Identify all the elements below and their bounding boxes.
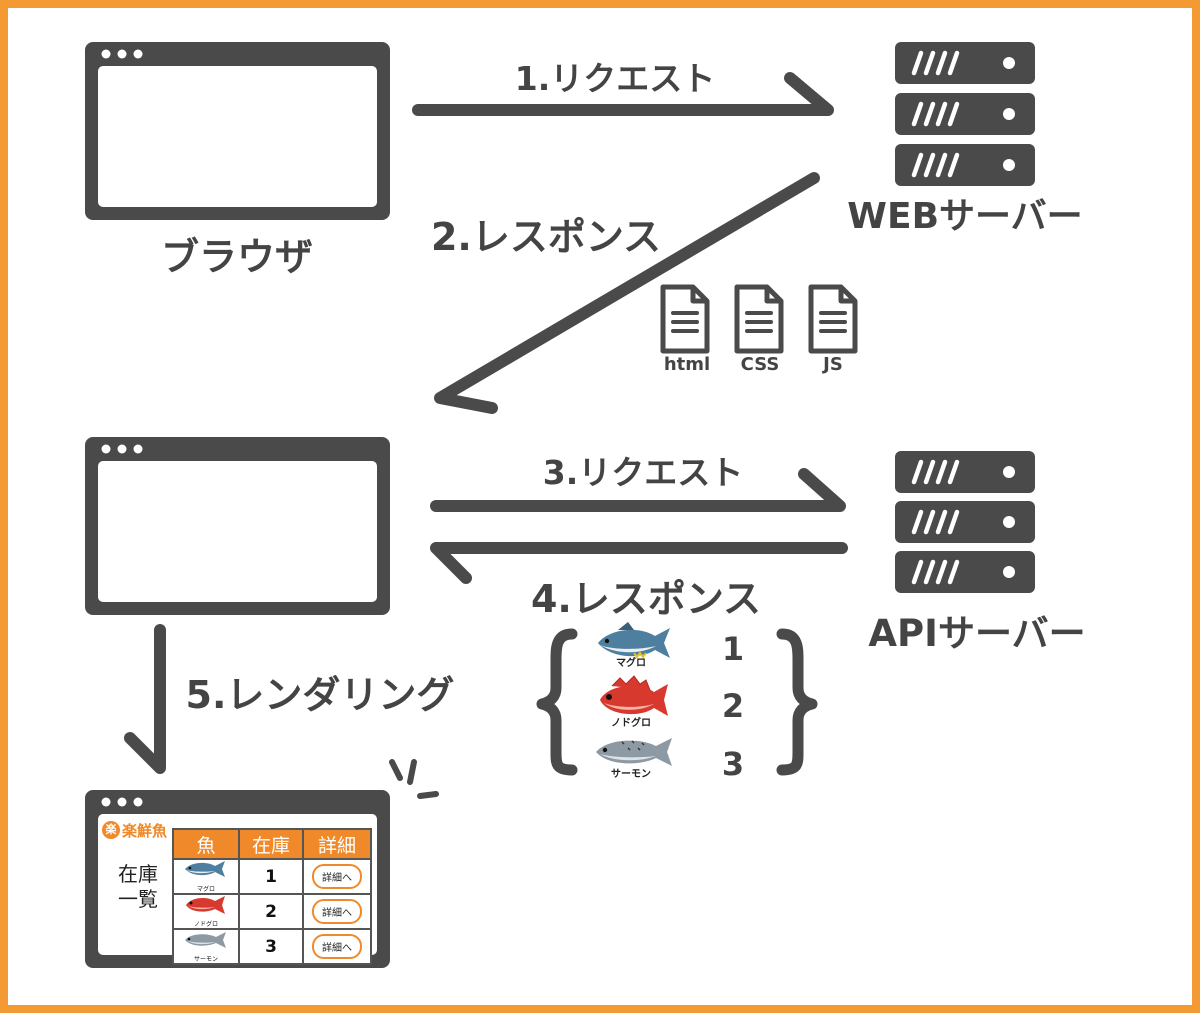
fish-cell: ノドグロ [172, 893, 240, 930]
table-row: サーモン 3 詳細へ [172, 928, 372, 965]
api-server-icon [895, 451, 1035, 593]
window-dot-icon [133, 444, 143, 454]
api-stock-value: 2 [722, 687, 744, 725]
fish-name: ノドグロ [193, 921, 218, 928]
table-row: マグロ 1 詳細へ [172, 858, 372, 895]
response-arrow-2 [434, 172, 820, 414]
step5-label: 5.レンダリング [186, 673, 455, 717]
window-dot-icon [117, 797, 127, 807]
sparkle-icon [389, 759, 439, 799]
detail-button[interactable]: 詳細へ [312, 864, 362, 889]
window-dot-icon [101, 797, 111, 807]
api-server-label: APIサーバー [868, 612, 1085, 655]
api-fish-name: ノドグロ [611, 716, 651, 729]
api-fish-name: サーモン [611, 768, 651, 780]
detail-button[interactable]: 詳細へ [312, 934, 362, 959]
server-unit-icon [895, 501, 1035, 543]
render-arrow-5 [124, 624, 166, 774]
stock-table: 魚 在庫 詳細 マグロ 1 詳細へ [172, 828, 372, 965]
table-row: ノドグロ 2 詳細へ [172, 893, 372, 930]
salmon-fish-icon [596, 738, 672, 766]
side-title: 在庫 一覧 [110, 862, 166, 912]
window-dot-icon [133, 797, 143, 807]
header-stock: 在庫 [238, 828, 304, 860]
side-title-line2: 一覧 [118, 887, 158, 911]
api-stock-value: 1 [722, 630, 744, 668]
step1-label: 1.リクエスト [515, 59, 716, 98]
stock-table-wrap: 魚 在庫 詳細 マグロ 1 詳細へ [172, 828, 372, 965]
web-server-icon [895, 42, 1035, 186]
file-label-js: JS [821, 354, 843, 375]
detail-button[interactable]: 詳細へ [312, 899, 362, 924]
js-file-icon [808, 284, 858, 354]
window-dot-icon [117, 444, 127, 454]
server-unit-icon [895, 144, 1035, 186]
request-arrow-3 [430, 468, 846, 512]
browser-window-2 [85, 437, 390, 615]
side-title-line1: 在庫 [118, 862, 158, 886]
salmon-fish-icon [185, 932, 226, 948]
window-dot-icon [101, 444, 111, 454]
window-dot-icon [133, 49, 143, 59]
left-brace-icon [536, 628, 578, 776]
logo-badge-icon: 楽 [102, 821, 120, 839]
file-label-html: html [664, 354, 710, 375]
server-unit-icon [895, 551, 1035, 593]
step2-label: 2.レスポンス [431, 215, 661, 259]
html-file-icon [660, 284, 710, 354]
app-logo-text: 楽鮮魚 [122, 821, 168, 840]
right-brace-icon [776, 628, 818, 776]
request-arrow-1 [412, 72, 834, 116]
css-file-icon [734, 284, 784, 354]
response-arrow-4 [430, 542, 848, 584]
api-fish-name: マグロ [616, 656, 646, 669]
file-label-css: CSS [741, 354, 780, 375]
detail-cell: 詳細へ [302, 893, 372, 930]
stock-cell: 1 [238, 858, 304, 895]
table-header-row: 魚 在庫 詳細 [172, 828, 372, 860]
window-dot-icon [101, 49, 111, 59]
header-detail: 詳細 [302, 828, 372, 860]
nodoguro-fish-icon [186, 896, 225, 914]
tuna-fish-icon [598, 622, 670, 659]
tuna-fish-icon [185, 861, 225, 877]
server-unit-icon [895, 42, 1035, 84]
header-fish: 魚 [172, 828, 240, 860]
browser-label: ブラウザ [161, 235, 313, 279]
fish-cell: マグロ [172, 858, 240, 895]
server-unit-icon [895, 93, 1035, 135]
fish-name: マグロ [196, 886, 215, 893]
api-stock-value: 3 [722, 745, 744, 783]
detail-cell: 詳細へ [302, 858, 372, 895]
app-logo: 楽 楽鮮魚 [102, 818, 167, 842]
stock-cell: 3 [238, 928, 304, 965]
step3-label: 3.リクエスト [543, 453, 744, 492]
web-server-label: WEBサーバー [847, 196, 1082, 237]
fish-cell: サーモン [172, 928, 240, 965]
browser-window-1 [85, 42, 390, 220]
stock-cell: 2 [238, 893, 304, 930]
window-dot-icon [117, 49, 127, 59]
fish-name: サーモン [193, 956, 218, 963]
server-unit-icon [895, 451, 1035, 493]
step4-label: 4.レスポンス [531, 577, 761, 621]
detail-cell: 詳細へ [302, 928, 372, 965]
nodoguro-fish-icon [600, 675, 668, 716]
